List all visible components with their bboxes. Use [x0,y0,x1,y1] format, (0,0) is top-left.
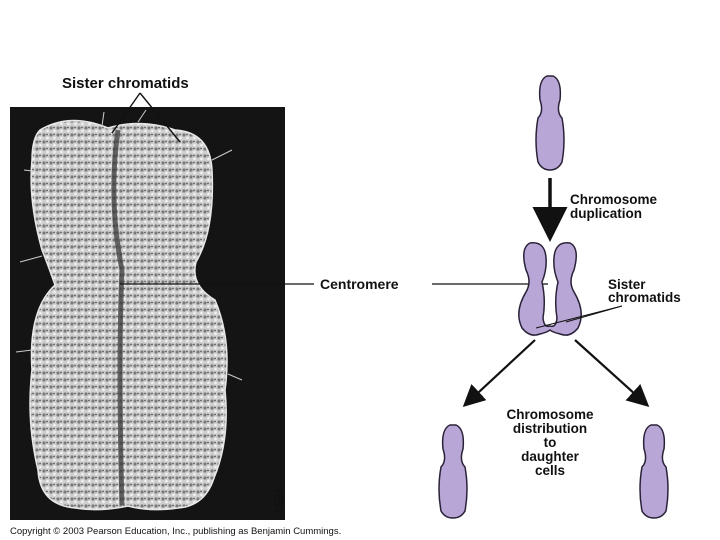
chromosome-micrograph [30,120,227,509]
distribution-label-line4: daughter [521,449,579,464]
down-arrow-icon [575,340,646,404]
daughter-chromosome-left [439,425,467,518]
distribution-label-line1: Chromosome [506,407,594,422]
sister-chromatids-right-line2: chromatids [608,290,681,305]
distribution-label-line2: distribution [513,421,587,436]
chromosome-duplicated [519,243,581,335]
copyright-text: Copyright © 2003 Pearson Education, Inc.… [10,526,341,537]
centromere-label: Centromere [320,276,399,292]
duplication-label-line2: duplication [570,206,642,221]
daughter-chromosome-right [640,425,668,518]
sister-chromatids-label: Sister chromatids [62,75,189,92]
distribution-label-line5: cells [535,463,565,478]
tem-micrograph: TEM [10,107,286,520]
chromosome-single [536,76,564,170]
tem-label: TEM [272,489,286,514]
duplication-schematic: Chromosome duplication Sister chromatids… [439,76,681,518]
down-arrow-icon [466,340,535,404]
duplication-label-line1: Chromosome [570,192,658,207]
distribution-label-line3: to [544,435,557,450]
